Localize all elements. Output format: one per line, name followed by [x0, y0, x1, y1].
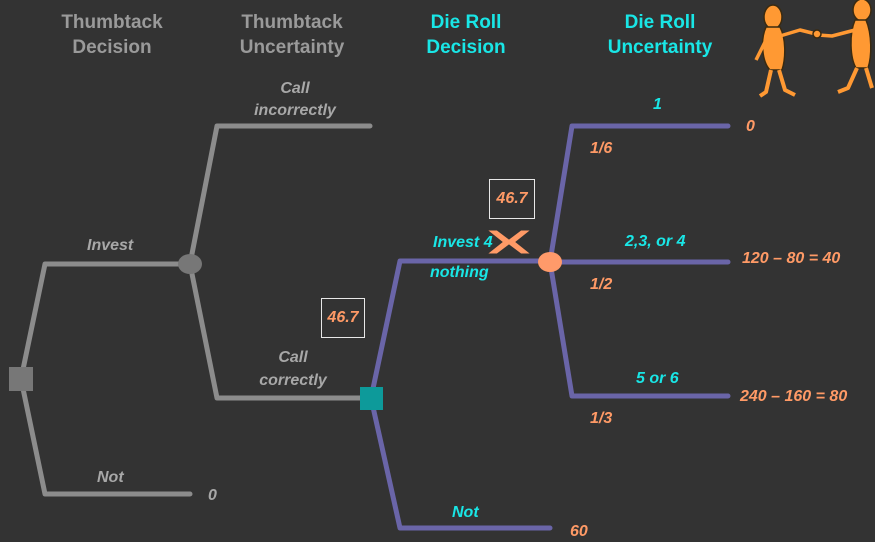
label-not: Not — [97, 469, 124, 486]
branch-not — [18, 376, 193, 497]
branch-die-invest — [368, 258, 553, 401]
branch-outcome-56 — [547, 259, 731, 399]
branch-call-incorrectly — [187, 123, 373, 267]
outcome-label-1: 1 — [653, 96, 662, 113]
label-die-not: Not — [452, 504, 479, 521]
label-invest: Invest — [87, 237, 134, 254]
outcome-payoff-56: 240 – 160 = 80 — [740, 388, 848, 405]
branch-call-correctly — [187, 261, 374, 401]
cross-out-icon — [485, 229, 533, 255]
thumbtack-chance-node — [178, 254, 202, 274]
thumbtack-branches — [18, 123, 374, 497]
outcome-label-234: 2,3, or 4 — [625, 233, 686, 250]
outcome-payoff-234: 120 – 80 = 40 — [742, 250, 841, 267]
label-die-nothing: nothing — [430, 264, 489, 281]
branch-invest — [18, 261, 193, 382]
branch-outcome-1 — [547, 123, 731, 265]
die-branches — [368, 123, 731, 531]
ev-box-thumbtack: 46.7 — [321, 298, 365, 338]
outcome-prob-1: 1/6 — [590, 140, 613, 157]
die-chance-node — [538, 252, 562, 272]
outcome-label-56: 5 or 6 — [636, 370, 679, 387]
label-die-invest: Invest 4 — [433, 234, 493, 251]
ev-box-die: 46.7 — [489, 179, 535, 219]
handshake-figures-icon — [754, 0, 874, 98]
outcome-prob-234: 1/2 — [590, 276, 613, 293]
branch-die-not — [368, 395, 553, 531]
outcome-prob-56: 1/3 — [590, 410, 613, 427]
thumbtack-decision-node — [9, 367, 33, 391]
outcome-payoff-1: 0 — [746, 118, 755, 135]
die-decision-node — [360, 387, 383, 410]
payoff-die-not: 60 — [570, 523, 588, 540]
payoff-not: 0 — [208, 487, 217, 504]
